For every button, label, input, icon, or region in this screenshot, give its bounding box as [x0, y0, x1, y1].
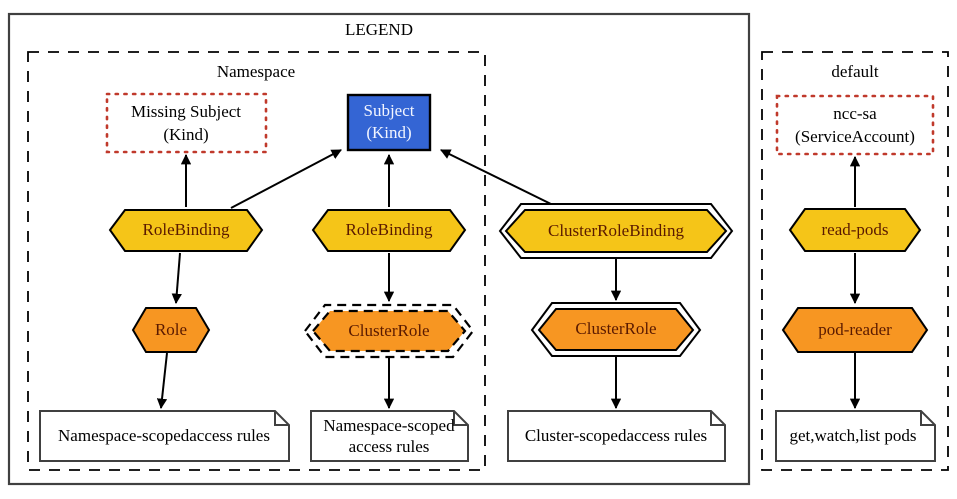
edge-role-to-note-left [156, 352, 168, 410]
default-cluster-title: default [831, 62, 878, 81]
default-cluster: default [761, 51, 949, 471]
edge-rolebinding-left-to-subject [230, 149, 342, 209]
missing-subject-line2: (Kind) [163, 125, 208, 144]
node-clusterrole-dashed[interactable]: ClusterRole [303, 303, 475, 359]
node-missing-subject[interactable]: Missing Subject (Kind) [105, 92, 268, 154]
missing-subject-line1: Missing Subject [131, 102, 241, 121]
read-pods-label: read-pods [821, 220, 888, 239]
clusterrole-double-label: ClusterRole [575, 319, 656, 338]
note-right[interactable]: Cluster-scopedaccess rules [507, 410, 726, 462]
node-read-pods[interactable]: read-pods [788, 208, 922, 252]
note-mid-line1: Namespace-scoped [323, 416, 455, 435]
edges-layer [156, 149, 861, 410]
rolebinding-mid-label: RoleBinding [346, 220, 433, 239]
namespace-cluster: Namespace [27, 51, 486, 471]
note-left-label: Namespace-scopedaccess rules [58, 426, 270, 445]
node-subject[interactable]: Subject (Kind) [346, 93, 432, 152]
node-ncc-sa[interactable]: ncc-sa (ServiceAccount) [775, 94, 935, 156]
ncc-sa-line1: ncc-sa [833, 104, 877, 123]
note-default-label: get,watch,list pods [789, 426, 916, 445]
note-left[interactable]: Namespace-scopedaccess rules [39, 410, 290, 462]
edge-rolebinding-left-to-role [171, 252, 182, 305]
clusterrole-dashed-label: ClusterRole [348, 321, 429, 340]
node-rolebinding-mid[interactable]: RoleBinding [311, 209, 467, 252]
note-mid[interactable]: Namespace-scoped access rules [310, 410, 469, 462]
subject-line2: (Kind) [366, 123, 411, 142]
note-default[interactable]: get,watch,list pods [775, 410, 936, 462]
pod-reader-label: pod-reader [818, 320, 892, 339]
clusterrolebinding-label: ClusterRoleBinding [548, 221, 685, 240]
note-right-label: Cluster-scopedaccess rules [525, 426, 707, 445]
role-label: Role [155, 320, 187, 339]
node-clusterrole-double[interactable]: ClusterRole [530, 302, 702, 357]
legend-title: LEGEND [345, 20, 413, 39]
node-pod-reader[interactable]: pod-reader [781, 307, 929, 353]
node-clusterrolebinding[interactable]: ClusterRoleBinding [498, 203, 734, 259]
rolebinding-left-label: RoleBinding [143, 220, 230, 239]
note-mid-line2: access rules [349, 437, 430, 456]
namespace-cluster-title: Namespace [217, 62, 295, 81]
ncc-sa-line2: (ServiceAccount) [795, 127, 915, 146]
edge-clusterrolebinding-to-subject [440, 149, 554, 206]
node-role[interactable]: Role [131, 307, 211, 353]
subject-line1: Subject [364, 101, 415, 120]
node-rolebinding-left[interactable]: RoleBinding [108, 209, 264, 252]
